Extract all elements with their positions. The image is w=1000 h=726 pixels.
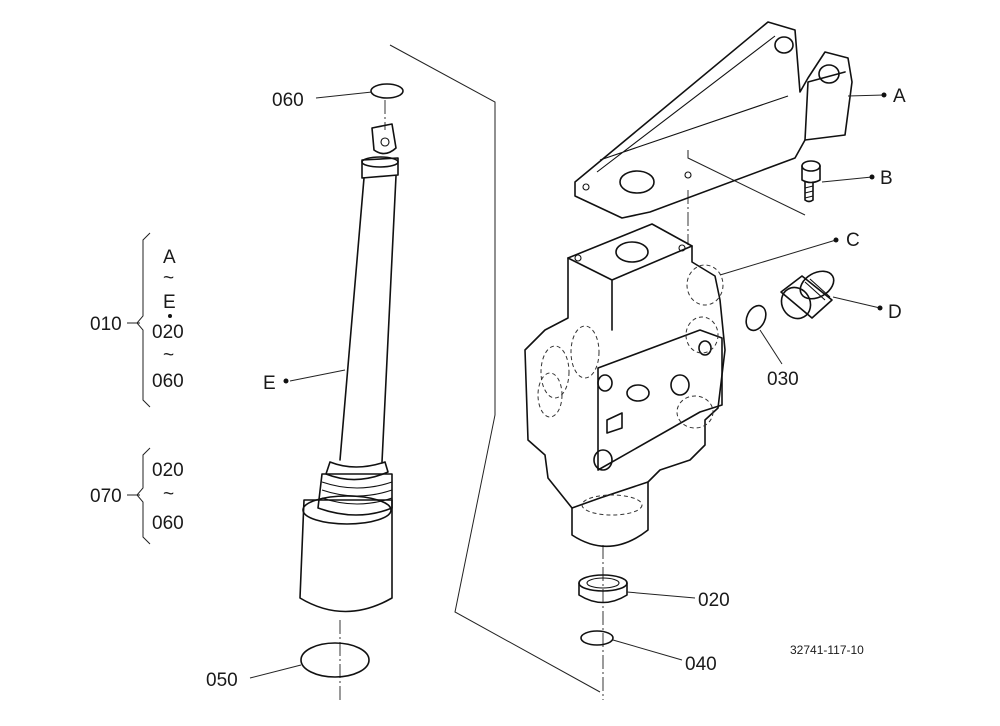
group-010-item-1: A: [163, 247, 176, 268]
callout-020: 020: [698, 590, 730, 611]
group-010: 010 A ~ E 020 ~ 060: [90, 232, 184, 408]
callout-050: 050: [206, 670, 238, 691]
callout-b: B: [880, 168, 893, 189]
callout-a: A: [893, 86, 906, 107]
assembly-reference-lines: [339, 44, 806, 700]
leader-lines: [249, 91, 887, 679]
group-010-item-2: ~: [163, 268, 174, 289]
group-010-item-6: 060: [152, 371, 184, 392]
callout-c: C: [846, 230, 860, 251]
callout-040: 040: [685, 654, 717, 675]
bolt-part-b: [801, 160, 821, 203]
callout-030: 030: [767, 369, 799, 390]
spool-part-e: [299, 123, 399, 613]
valve-body-part-c: [524, 223, 726, 548]
seal-020: [578, 574, 628, 604]
plug-part-d: [780, 270, 835, 320]
group-070-label: 070: [90, 486, 122, 507]
drawing-number: 32741-117-10: [790, 643, 864, 657]
group-070-item-3: 060: [152, 513, 184, 534]
group-010-label: 010: [90, 314, 122, 335]
group-070-item-1: 020: [152, 460, 184, 481]
callout-060: 060: [272, 90, 304, 111]
callout-d: D: [888, 302, 902, 323]
bracket-part-a: [574, 21, 853, 219]
group-070: 070 020 ~ 060: [90, 447, 184, 545]
o-ring-040: [580, 630, 614, 646]
callout-e: E: [263, 373, 276, 394]
group-010-item-3: E: [163, 292, 176, 313]
group-010-item-5: ~: [163, 345, 174, 366]
group-010-item-4: 020: [152, 322, 184, 343]
o-ring-050: [300, 642, 370, 678]
o-ring-030: [745, 304, 767, 332]
group-070-item-2: ~: [163, 484, 174, 505]
o-ring-060: [370, 83, 404, 99]
